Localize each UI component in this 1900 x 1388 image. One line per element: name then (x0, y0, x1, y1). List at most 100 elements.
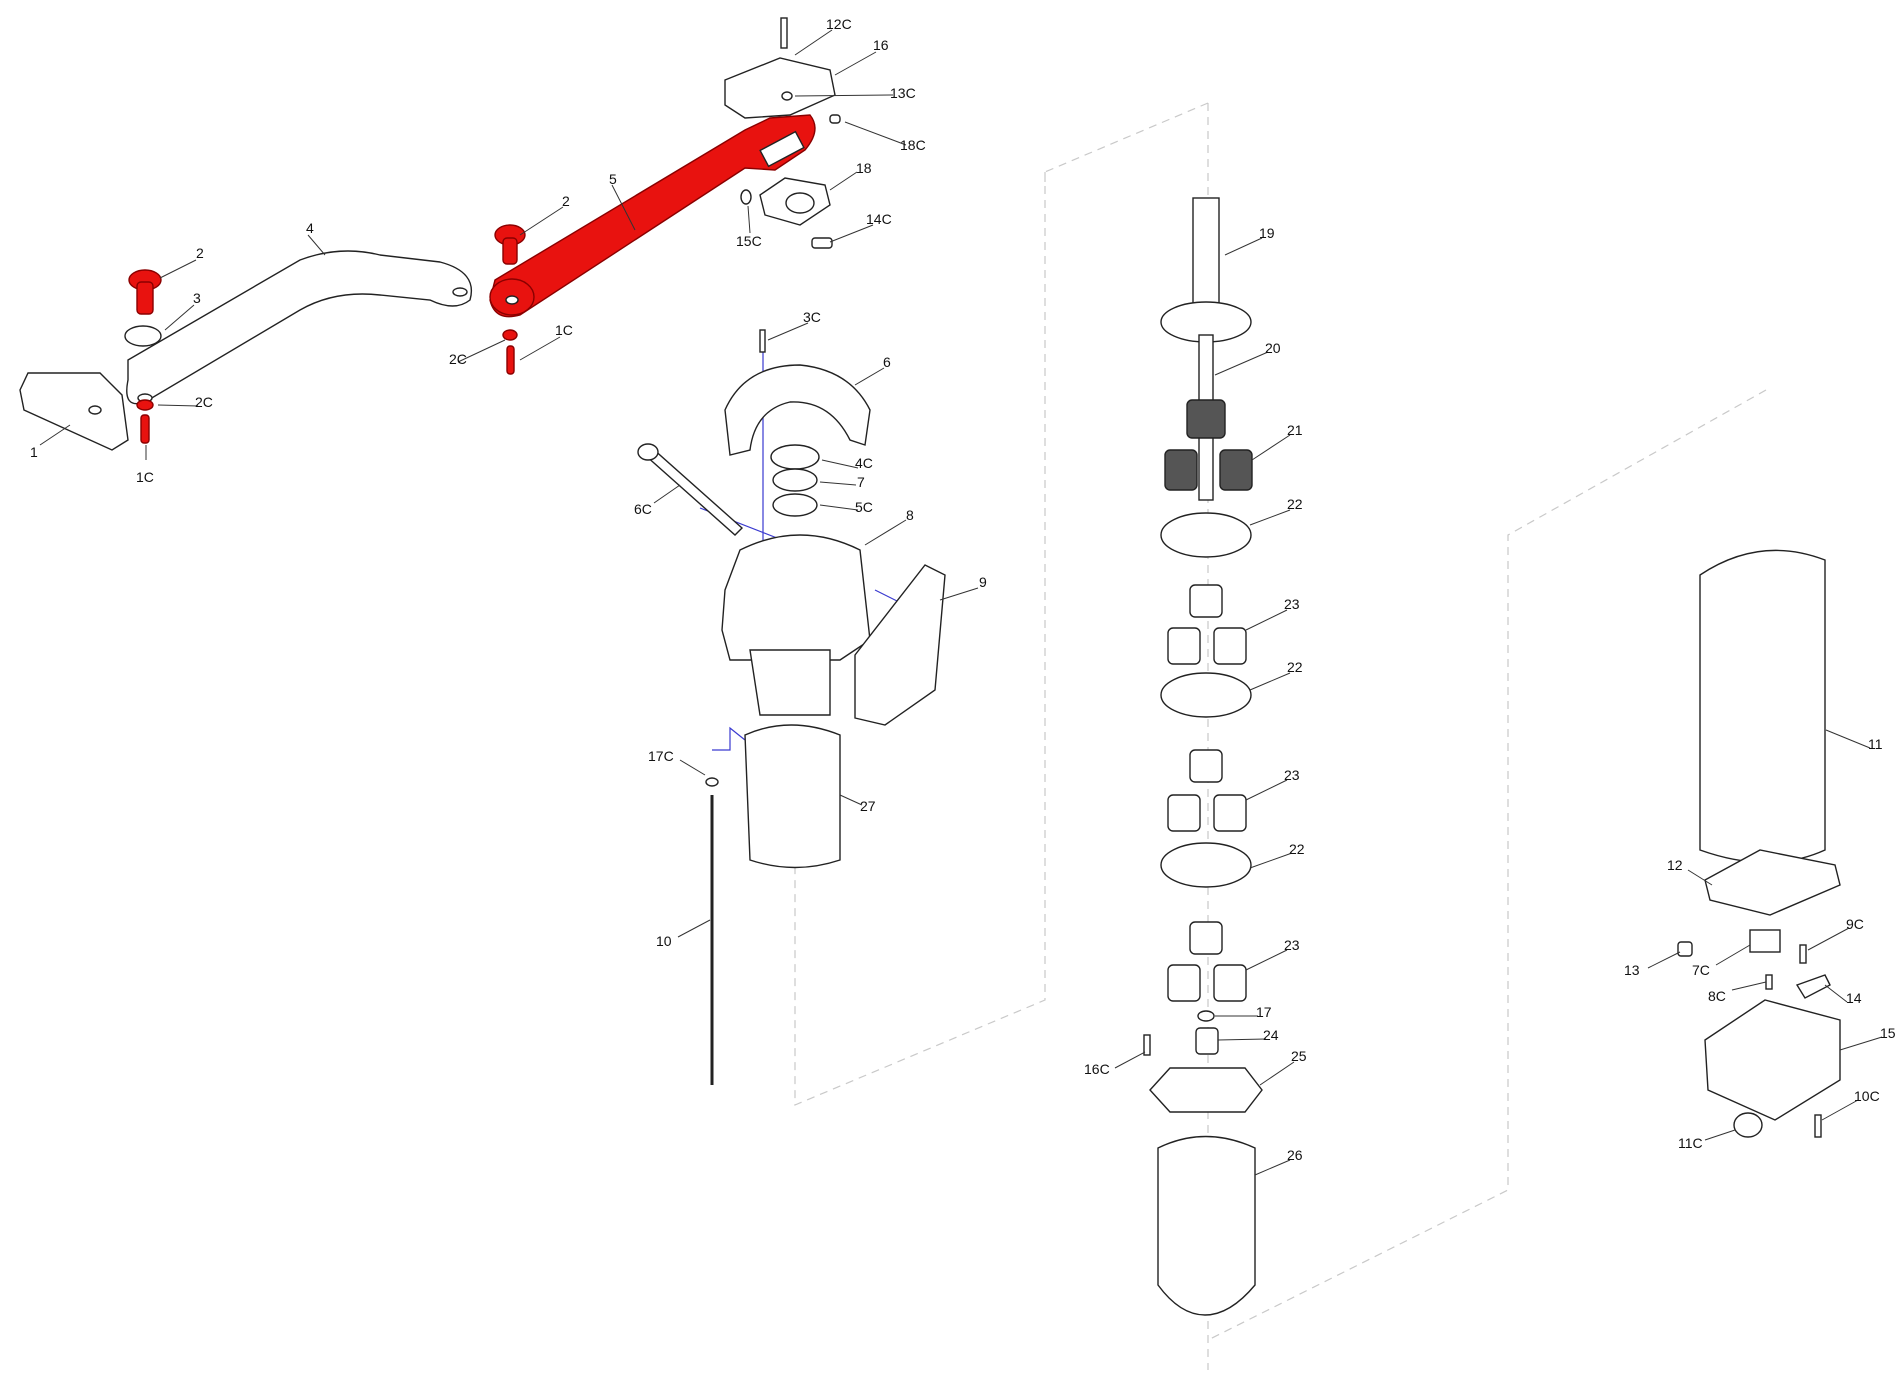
part-12C-screw (780, 17, 788, 49)
part-8-housing (721, 534, 871, 661)
assembly-guides (794, 102, 1767, 1370)
part-21-gears (1164, 399, 1253, 491)
label-6: 6 (883, 354, 891, 370)
label-15: 15 (1880, 1025, 1896, 1041)
part-15-cover (1704, 999, 1841, 1121)
part-18C-pin (829, 114, 841, 124)
part-17C-washer (705, 777, 719, 787)
label-19: 19 (1259, 225, 1275, 241)
part-4C-circlip (770, 444, 820, 470)
label-11: 11 (1868, 736, 1883, 752)
label-7C: 7C (1692, 962, 1710, 978)
part-22-carriers (1160, 512, 1252, 888)
label-23: 23 (1284, 937, 1300, 953)
part-6-cover (724, 364, 871, 456)
part-1-bracket (19, 372, 129, 451)
label-12: 12 (1667, 857, 1683, 873)
part-8C-screw (1765, 974, 1773, 990)
label-14: 14 (1846, 990, 1862, 1006)
label-2C: 2C (195, 394, 213, 410)
part-6C-bolt (643, 447, 744, 536)
part-3C-screw (759, 329, 766, 353)
label-3: 3 (193, 290, 201, 306)
part-7C-terminal (1749, 929, 1781, 953)
label-5C: 5C (855, 499, 873, 515)
label-22: 22 (1289, 841, 1305, 857)
part-1C-screw-right (506, 345, 515, 375)
part-2C-washer-left (136, 399, 154, 411)
label-3C: 3C (803, 309, 821, 325)
label-1C: 1C (555, 322, 573, 338)
label-22: 22 (1287, 659, 1303, 675)
label-9C: 9C (1846, 916, 1864, 932)
label-15C: 15C (736, 233, 762, 249)
part-15C-washer (740, 189, 752, 205)
label-5: 5 (609, 171, 617, 187)
part-2-pin-left (128, 269, 162, 315)
label-13C: 13C (890, 85, 916, 101)
label-25: 25 (1291, 1048, 1307, 1064)
label-2: 2 (196, 245, 204, 261)
part-14-clamp (1795, 974, 1831, 999)
part-25-flange (1149, 1067, 1263, 1113)
label-26: 26 (1287, 1147, 1303, 1163)
part-9C-screw (1799, 944, 1807, 964)
label-18: 18 (856, 160, 872, 176)
part-24-pinion (1195, 1027, 1219, 1055)
label-8C: 8C (1708, 988, 1726, 1004)
label-1: 1 (30, 444, 38, 460)
part-4-arm (126, 250, 472, 405)
label-12C: 12C (826, 16, 852, 32)
part-3-washer (124, 325, 162, 347)
part-16C-screw (1143, 1034, 1151, 1056)
label-4C: 4C (855, 455, 873, 471)
part-16-cover (724, 57, 836, 119)
label-10: 10 (656, 933, 672, 949)
label-14C: 14C (866, 211, 892, 227)
part-2-pin-right (494, 224, 526, 265)
label-2: 2 (562, 193, 570, 209)
label-27: 27 (860, 798, 876, 814)
label-21: 21 (1287, 422, 1303, 438)
part-26-motor (1157, 1135, 1256, 1316)
leader-lines (39, 29, 1883, 1176)
label-23: 23 (1284, 596, 1300, 612)
part-11-housing (1699, 549, 1826, 864)
label-17: 17 (1256, 1004, 1272, 1020)
label-24: 24 (1263, 1027, 1279, 1043)
part-5C-ring (772, 493, 818, 517)
label-8: 8 (906, 507, 914, 523)
label-1C: 1C (136, 469, 154, 485)
part-2C-washer-right (502, 329, 518, 341)
label-18C: 18C (900, 137, 926, 153)
part-27-sleeve (744, 724, 841, 869)
label-4: 4 (306, 220, 314, 236)
part-13C-washer (781, 91, 793, 101)
label-20: 20 (1265, 340, 1281, 356)
part-12-base (1704, 849, 1841, 916)
label-7: 7 (857, 474, 865, 490)
part-11C-cap (1733, 1112, 1763, 1138)
part-14C-screw (811, 237, 833, 249)
part-23-gears (1167, 584, 1247, 1002)
label-17C: 17C (648, 748, 674, 764)
part-1C-screw-left (140, 414, 150, 444)
part-17-washer (1197, 1010, 1215, 1022)
label-16: 16 (873, 37, 889, 53)
label-11C: 11C (1678, 1135, 1703, 1151)
part-13-spacer (1677, 941, 1693, 957)
label-22: 22 (1287, 496, 1303, 512)
label-2C: 2C (449, 351, 467, 367)
label-6C: 6C (634, 501, 652, 517)
label-9: 9 (979, 574, 987, 590)
part-labels: 12C 16 13C 18C 18 5 2 14C 15C 4 2 3 1C 2… (30, 16, 1896, 1163)
label-23: 23 (1284, 767, 1300, 783)
part-9-plate (854, 564, 946, 726)
part-7-washer (772, 468, 818, 492)
label-16C: 16C (1084, 1061, 1110, 1077)
label-13: 13 (1624, 962, 1640, 978)
part-5-lever (489, 114, 816, 318)
label-10C: 10C (1854, 1088, 1880, 1104)
